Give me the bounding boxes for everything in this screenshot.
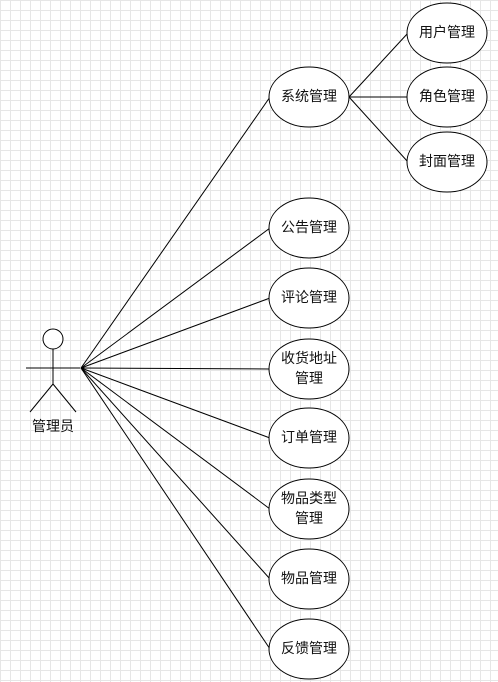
- association-lines: [80, 32, 409, 650]
- association-actor-item-type: [80, 367, 271, 510]
- use-case-notice: 公告管理: [268, 197, 350, 259]
- use-case-label: 评论管理: [281, 290, 337, 306]
- use-case-user: 用户管理: [406, 2, 488, 64]
- association-actor-item: [80, 367, 271, 580]
- use-case-cover: 封面管理: [406, 131, 488, 193]
- use-case-label: 用户管理: [419, 24, 475, 41]
- use-case-ellipse: [406, 131, 488, 193]
- actor-head: [42, 328, 64, 350]
- actor-label: 管理员: [32, 419, 74, 435]
- use-case-label: 收货地址: [281, 350, 337, 367]
- association-actor-order: [80, 367, 271, 439]
- use-case-item: 物品管理: [268, 548, 350, 610]
- use-case-label: 管理: [295, 371, 323, 387]
- association-actor-comment: [80, 297, 271, 369]
- use-case-label: 物品类型: [281, 491, 337, 507]
- use-case-ellipse: [268, 338, 350, 400]
- use-case-order: 订单管理: [268, 407, 350, 469]
- use-case-label: 系统管理: [281, 89, 337, 105]
- use-case-ellipse: [268, 197, 350, 259]
- use-case-label: 公告管理: [281, 220, 337, 236]
- use-case-ellipse: [268, 478, 350, 540]
- use-case-system: 系统管理: [268, 66, 350, 128]
- use-case-label: 物品管理: [281, 571, 337, 587]
- use-case-label: 反馈管理: [281, 641, 337, 657]
- association-actor-notice: [80, 227, 271, 369]
- actor-right-leg: [52, 383, 77, 413]
- association-actor-system: [80, 96, 271, 369]
- association-actor-address: [80, 367, 271, 370]
- actor-administrator: 管理员: [26, 328, 80, 435]
- use-case-ellipse: [268, 267, 350, 329]
- use-case-ellipse: [406, 66, 488, 128]
- use-case-ellipse: [406, 2, 488, 64]
- use-case-ellipse: [268, 407, 350, 469]
- use-case-feedback: 反馈管理: [268, 618, 350, 680]
- use-case-nodes: 系统管理公告管理评论管理收货地址管理订单管理物品类型管理物品管理反馈管理用户管理…: [268, 2, 488, 680]
- association-system-user: [348, 32, 409, 98]
- association-actor-feedback: [80, 367, 271, 650]
- use-case-ellipse: [268, 618, 350, 680]
- use-case-ellipse: [268, 66, 350, 128]
- use-case-comment: 评论管理: [268, 267, 350, 329]
- use-case-ellipse: [268, 548, 350, 610]
- association-system-cover: [348, 96, 409, 163]
- use-case-role: 角色管理: [406, 66, 488, 128]
- use-case-label: 角色管理: [419, 88, 475, 105]
- use-case-label: 订单管理: [281, 430, 337, 446]
- actor-left-leg: [29, 383, 54, 413]
- use-case-label: 封面管理: [419, 154, 475, 170]
- use-case-label: 管理: [295, 511, 323, 527]
